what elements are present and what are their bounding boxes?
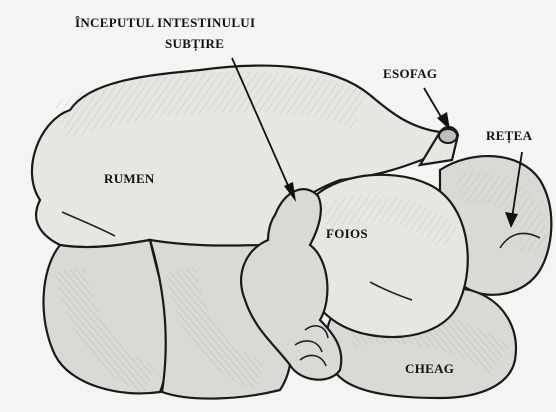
intestine-label-line2: SUBȚIRE [165,36,224,52]
abomasum-label: CHEAG [405,361,454,376]
omasum-label: FOIOS [326,226,368,241]
reticulum-label: REȚEA [486,128,533,144]
esophagus-label: ESOFAG [383,66,437,81]
esophagus-pointer [424,88,450,130]
rumen-label: RUMEN [104,171,155,186]
intestine-label-line1: ÎNCEPUTUL INTESTINULUI [75,15,255,30]
